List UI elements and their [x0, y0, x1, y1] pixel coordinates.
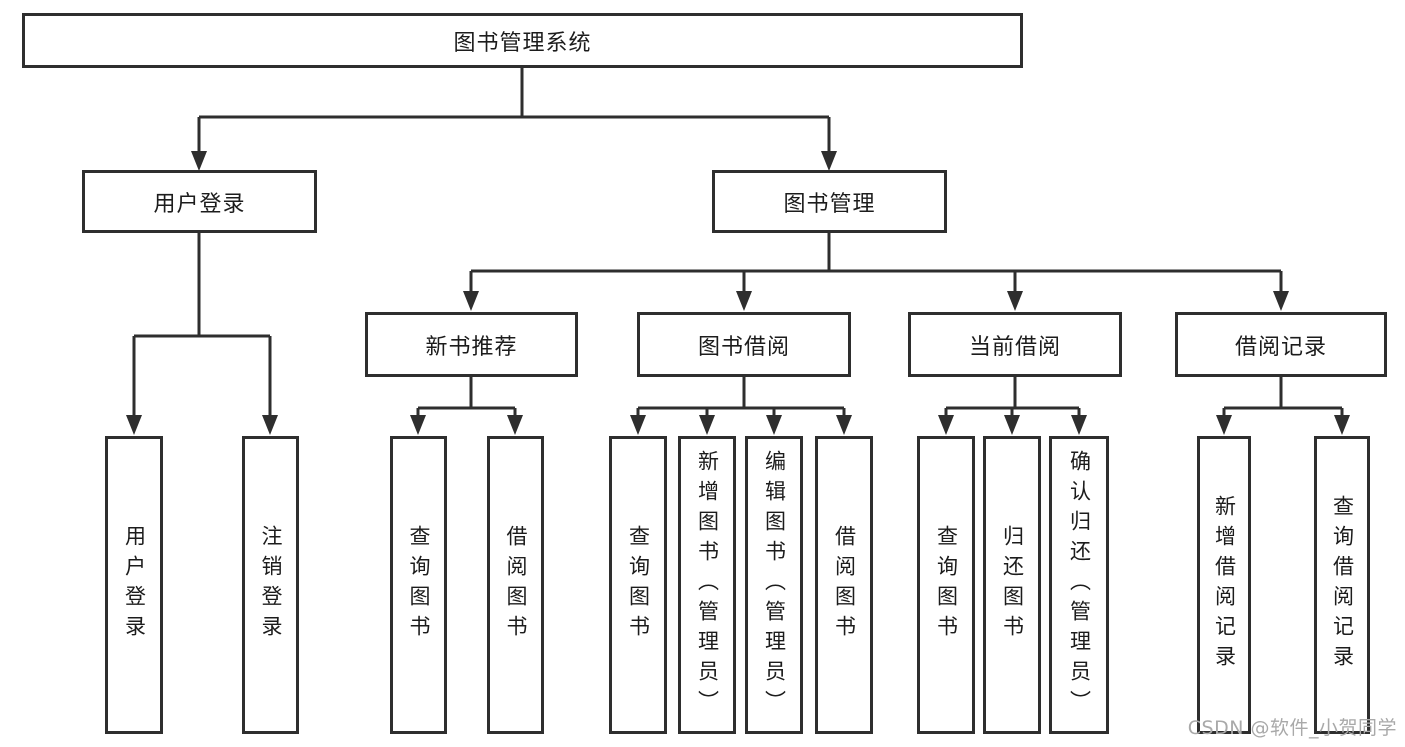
node-user-login: 用户登录 — [82, 170, 317, 233]
leaf-logout: 注销登录 — [242, 436, 299, 734]
node-borrowing-records: 借阅记录 — [1175, 312, 1387, 377]
arrow-down — [821, 151, 837, 171]
node-current-borrowing: 当前借阅 — [908, 312, 1122, 377]
arrow-down — [1004, 415, 1020, 435]
leaf-return-books: 归还图书 — [983, 436, 1041, 734]
arrow-down — [1216, 415, 1232, 435]
arrow-down — [630, 415, 646, 435]
arrow-down — [410, 415, 426, 435]
leaf-query-books-recommend: 查询图书 — [390, 436, 447, 734]
arrow-down — [1007, 291, 1023, 311]
csdn-watermark: CSDN @软件_小贺同学 — [1187, 717, 1397, 739]
node-book-borrowing: 图书借阅 — [637, 312, 851, 377]
arrow-down — [766, 415, 782, 435]
arrow-down — [1273, 291, 1289, 311]
node-new-book-recommendation: 新书推荐 — [365, 312, 578, 377]
arrow-down — [1071, 415, 1087, 435]
arrow-down — [938, 415, 954, 435]
leaf-user-login: 用户登录 — [105, 436, 163, 734]
arrow-down — [1334, 415, 1350, 435]
leaf-query-borrow-record: 查询借阅记录 — [1314, 436, 1370, 734]
arrow-down — [507, 415, 523, 435]
arrow-down — [836, 415, 852, 435]
leaf-edit-book-admin: 编辑图书（管理员） — [745, 436, 803, 734]
arrow-down — [191, 151, 207, 171]
leaf-borrow-books: 借阅图书 — [815, 436, 873, 734]
leaf-add-borrow-record: 新增借阅记录 — [1197, 436, 1251, 734]
leaf-add-book-admin: 新增图书（管理员） — [678, 436, 736, 734]
leaf-borrow-books-recommend: 借阅图书 — [487, 436, 544, 734]
arrow-down — [262, 415, 278, 435]
arrow-down — [126, 415, 142, 435]
leaf-query-books-borrow: 查询图书 — [609, 436, 667, 734]
arrow-down — [736, 291, 752, 311]
node-book-management: 图书管理 — [712, 170, 947, 233]
arrow-down — [699, 415, 715, 435]
arrow-down — [463, 291, 479, 311]
node-library-management-system: 图书管理系统 — [22, 13, 1023, 68]
leaf-confirm-return-admin: 确认归还（管理员） — [1049, 436, 1109, 734]
leaf-query-books-current: 查询图书 — [917, 436, 975, 734]
